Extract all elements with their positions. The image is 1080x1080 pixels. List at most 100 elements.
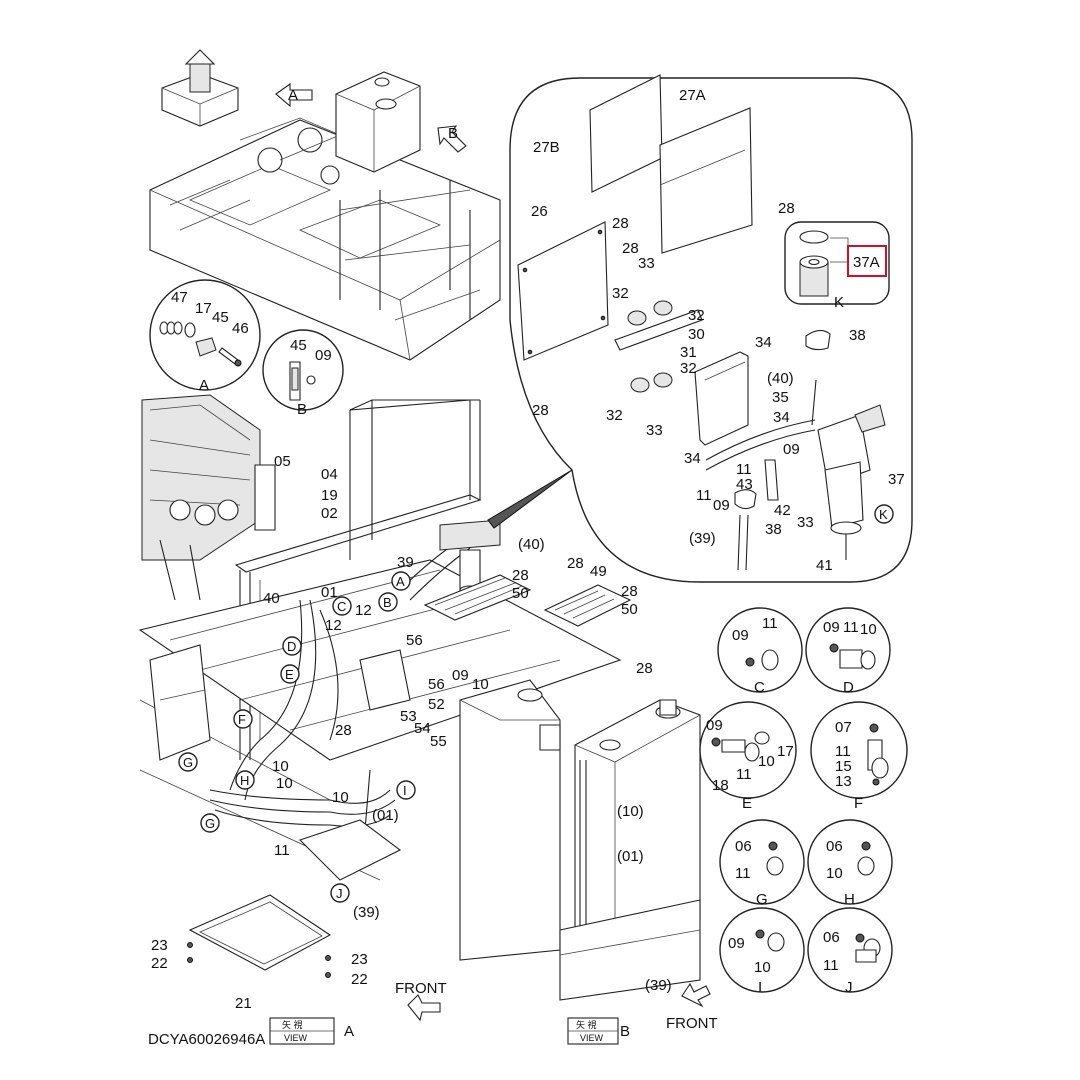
callout-letter: H [240, 773, 249, 788]
svg-text:06: 06 [826, 838, 843, 855]
svg-text:10: 10 [860, 621, 877, 638]
svg-text:矢 視: 矢 視 [576, 1019, 597, 1030]
svg-text:11: 11 [736, 766, 752, 783]
part-number-label: 31 [680, 344, 697, 361]
part-number-label: 50 [512, 585, 529, 602]
engine-illustration [141, 394, 276, 601]
part-number-label: 37 [888, 471, 905, 488]
part-number-label: 55 [430, 733, 447, 750]
part-number-label: (01) [372, 807, 399, 824]
part-number-label: 35 [772, 389, 789, 406]
detail-j: 06 11 J [807, 907, 893, 996]
main-frame-illustration [138, 399, 632, 881]
svg-text:VIEW: VIEW [284, 1033, 308, 1043]
part-number-label: 09 [713, 497, 730, 514]
part-number-label: 22 [351, 971, 368, 988]
part-number-label: 11 [274, 842, 290, 859]
svg-text:11: 11 [735, 865, 751, 882]
part-number-label: 04 [321, 466, 338, 483]
part-number-label: 28 [636, 660, 653, 677]
detail-g: 06 11 G [719, 819, 805, 908]
detail-a-label-2: 17 [195, 300, 212, 317]
svg-text:I: I [758, 979, 762, 996]
svg-text:06: 06 [823, 929, 840, 946]
part-number-label: 52 [428, 696, 445, 713]
detail-k-part-number: 37A [853, 254, 880, 271]
part-number-label: 28 [532, 402, 549, 419]
svg-text:B: B [620, 1023, 630, 1040]
detail-e: 09 17 18 11 10 E [699, 701, 797, 812]
front-label-2: FRONT [666, 1015, 718, 1032]
svg-text:G: G [756, 891, 768, 908]
detail-a-label-4: 46 [232, 320, 249, 337]
svg-text:17: 17 [777, 743, 794, 760]
front-arrow-1: FRONT [395, 980, 447, 1022]
part-number-label: 33 [797, 514, 814, 531]
part-number-label: 05 [274, 453, 291, 470]
part-number-label: (10) [617, 803, 644, 820]
part-number-label: 50 [621, 601, 638, 618]
part-number-label: 27B [533, 139, 560, 156]
part-number-label: 34 [773, 409, 790, 426]
main-labels: 05 04 19 02 39 (40) 40 01 12 12 28 49 28… [151, 453, 672, 1012]
part-number-label: 33 [646, 422, 663, 439]
detail-f: 07 11 15 13 F [810, 701, 908, 812]
part-number-label: 32 [680, 360, 697, 377]
inset-panel: 37A K K [487, 74, 913, 583]
svg-text:VIEW: VIEW [580, 1033, 604, 1043]
detail-a-label-1: 47 [171, 289, 188, 306]
callout-letter: E [285, 667, 294, 682]
detail-a-label-3: 45 [212, 309, 229, 326]
detail-b-letter: B [297, 401, 307, 418]
svg-text:18: 18 [712, 777, 729, 794]
callout-letter: I [403, 783, 407, 798]
part-number-label: 49 [590, 563, 607, 580]
inset-labels: 27B 27A 26 28 28 28 28 33 32 32 30 31 34… [531, 87, 905, 574]
view-stamp-b: 矢 視 VIEW B [567, 1017, 630, 1045]
part-number-label: 12 [325, 617, 342, 634]
svg-text:09: 09 [732, 627, 749, 644]
callout-letter: J [336, 886, 343, 901]
part-number-label: 53 [400, 708, 417, 725]
detail-b-label-2: 09 [315, 347, 332, 364]
part-number-label: 11 [736, 461, 752, 478]
part-number-label: 10 [472, 676, 489, 693]
svg-text:F: F [854, 795, 863, 812]
front-label-1: FRONT [395, 980, 447, 997]
part-number-label: 32 [612, 285, 629, 302]
svg-text:矢 視: 矢 視 [282, 1019, 303, 1030]
front-arrow-2: FRONT [666, 982, 718, 1032]
callout-letter: G [183, 755, 193, 770]
part-number-label: 01 [321, 584, 338, 601]
view-arrow-a: A [275, 82, 313, 108]
view-arrow-b: B [437, 125, 467, 153]
svg-text:15: 15 [835, 758, 852, 775]
fuel-tank-illustration [459, 679, 561, 961]
part-number-label: 28 [567, 555, 584, 572]
part-number-label: 28 [622, 240, 639, 257]
part-number-label: 38 [849, 327, 866, 344]
part-number-label: 34 [684, 450, 701, 467]
detail-k-letter: K [834, 294, 844, 311]
detail-d: 09 11 10 D [805, 607, 891, 696]
view-stamp-a: 矢 視 VIEW A [269, 1017, 354, 1045]
view-arrow-b-letter: B [448, 125, 458, 142]
part-number-label: 09 [783, 441, 800, 458]
callout-letter: C [337, 599, 346, 614]
detail-i: 09 10 I [719, 907, 805, 996]
detail-h: 06 10 H [807, 819, 893, 908]
part-number-label: 10 [332, 789, 349, 806]
part-number-label: 38 [765, 521, 782, 538]
svg-text:H: H [844, 891, 855, 908]
part-number-label: 28 [612, 215, 629, 232]
callout-k [874, 504, 894, 524]
part-number-label: (39) [645, 977, 672, 994]
part-number-label: 23 [151, 937, 168, 954]
part-number-label: 33 [638, 255, 655, 272]
hydraulic-tank-illustration [559, 699, 701, 1001]
callout-bubbles: A B C D E F G H G I J [178, 571, 416, 903]
detail-a: 47 17 45 46 A [149, 279, 261, 394]
part-number-label: 27A [679, 87, 706, 104]
detail-a-letter: A [199, 377, 209, 394]
